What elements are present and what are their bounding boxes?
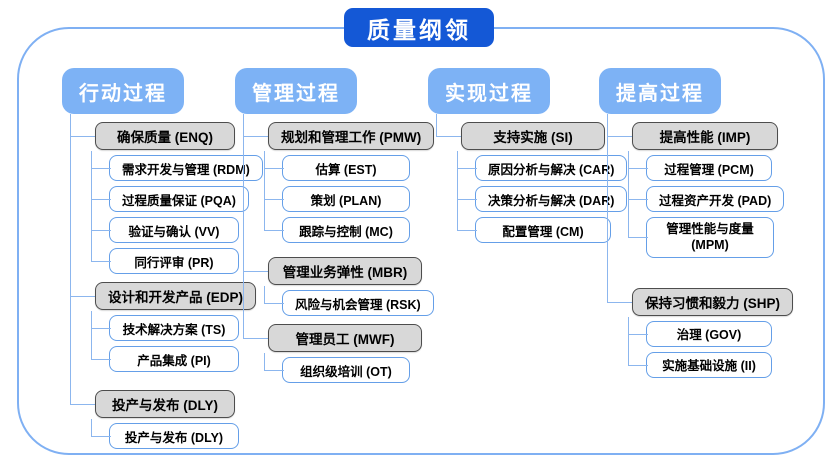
node-rdm: 需求开发与管理 (RDM)	[91, 151, 263, 186]
node-pi: 产品集成 (PI)	[91, 342, 239, 372]
node-car: 原因分析与解决 (CAR)	[456, 151, 628, 186]
node-mbr: 管理业务弹性 (MBR)	[268, 257, 422, 285]
node-mpm: 管理性能与度量 (MPM)	[628, 213, 774, 258]
node-ot: 组织级培训 (OT)	[264, 353, 410, 383]
node-dly-child: 投产与发布 (DLY)	[91, 419, 239, 449]
node-est: 估算 (EST)	[264, 151, 410, 186]
node-mwf: 管理员工 (MWF)	[268, 324, 422, 352]
node-dar: 决策分析与解决 (DAR)	[456, 182, 628, 217]
group-dly: 投产与发布 (DLY) 投产与发布 (DLY)	[70, 372, 263, 449]
group-si: 支持实施 (SI) 原因分析与解决 (CAR) 决策分析与解决 (DAR) 配置…	[435, 114, 628, 243]
group-shp: 保持习惯和毅力 (SHP) 治理 (GOV) 实施基础设施 (II)	[607, 257, 793, 378]
column-header-action: 行动过程	[62, 68, 184, 114]
group-pmw: 规划和管理工作 (PMW) 估算 (EST) 策划 (PLAN) 跟踪与控制 (…	[242, 114, 435, 243]
column-header-management: 管理过程	[235, 68, 357, 114]
node-ii: 实施基础设施 (II)	[628, 347, 772, 378]
node-rsk: 风险与机会管理 (RSK)	[264, 286, 434, 316]
node-pr: 同行评审 (PR)	[91, 244, 239, 274]
group-imp: 提高性能 (IMP) 过程管理 (PCM) 过程资产开发 (PAD) 管理性能与…	[607, 114, 793, 258]
group-mbr: 管理业务弹性 (MBR) 风险与机会管理 (RSK)	[242, 243, 434, 316]
group-edp: 设计和开发产品 (EDP) 技术解决方案 (TS) 产品集成 (PI)	[70, 274, 263, 372]
node-si: 支持实施 (SI)	[461, 122, 605, 150]
node-plan: 策划 (PLAN)	[264, 182, 410, 217]
group-mwf: 管理员工 (MWF) 组织级培训 (OT)	[242, 316, 434, 383]
column-realization-process: 实现过程 支持实施 (SI) 原因分析与解决 (CAR) 决策分析与解决 (DA…	[428, 68, 628, 243]
node-gov: 治理 (GOV)	[628, 316, 772, 352]
column-improvement-process: 提高过程 提高性能 (IMP) 过程管理 (PCM) 过程资产开发 (PAD) …	[599, 68, 793, 378]
node-ts: 技术解决方案 (TS)	[91, 311, 239, 346]
node-edp: 设计和开发产品 (EDP)	[95, 282, 256, 310]
node-mc: 跟踪与控制 (MC)	[264, 213, 410, 243]
node-enq: 确保质量 (ENQ)	[95, 122, 235, 150]
column-header-improvement: 提高过程	[599, 68, 721, 114]
node-pmw: 规划和管理工作 (PMW)	[268, 122, 435, 150]
node-shp: 保持习惯和毅力 (SHP)	[632, 287, 793, 316]
column-management-process: 管理过程 规划和管理工作 (PMW) 估算 (EST) 策划 (PLAN) 跟踪…	[235, 68, 435, 383]
column-action-process: 行动过程 确保质量 (ENQ) 需求开发与管理 (RDM) 过程质量保证 (PQ…	[62, 68, 263, 449]
node-imp: 提高性能 (IMP)	[632, 122, 778, 150]
node-vv: 验证与确认 (VV)	[91, 213, 239, 248]
column-header-realization: 实现过程	[428, 68, 550, 114]
node-dly: 投产与发布 (DLY)	[95, 390, 235, 418]
group-enq: 确保质量 (ENQ) 需求开发与管理 (RDM) 过程质量保证 (PQA) 验证…	[70, 114, 263, 274]
diagram-title: 质量纲领	[344, 8, 494, 47]
node-pad: 过程资产开发 (PAD)	[627, 182, 785, 217]
node-pqa: 过程质量保证 (PQA)	[91, 182, 249, 217]
node-cm: 配置管理 (CM)	[457, 213, 611, 243]
node-pcm: 过程管理 (PCM)	[628, 151, 772, 186]
